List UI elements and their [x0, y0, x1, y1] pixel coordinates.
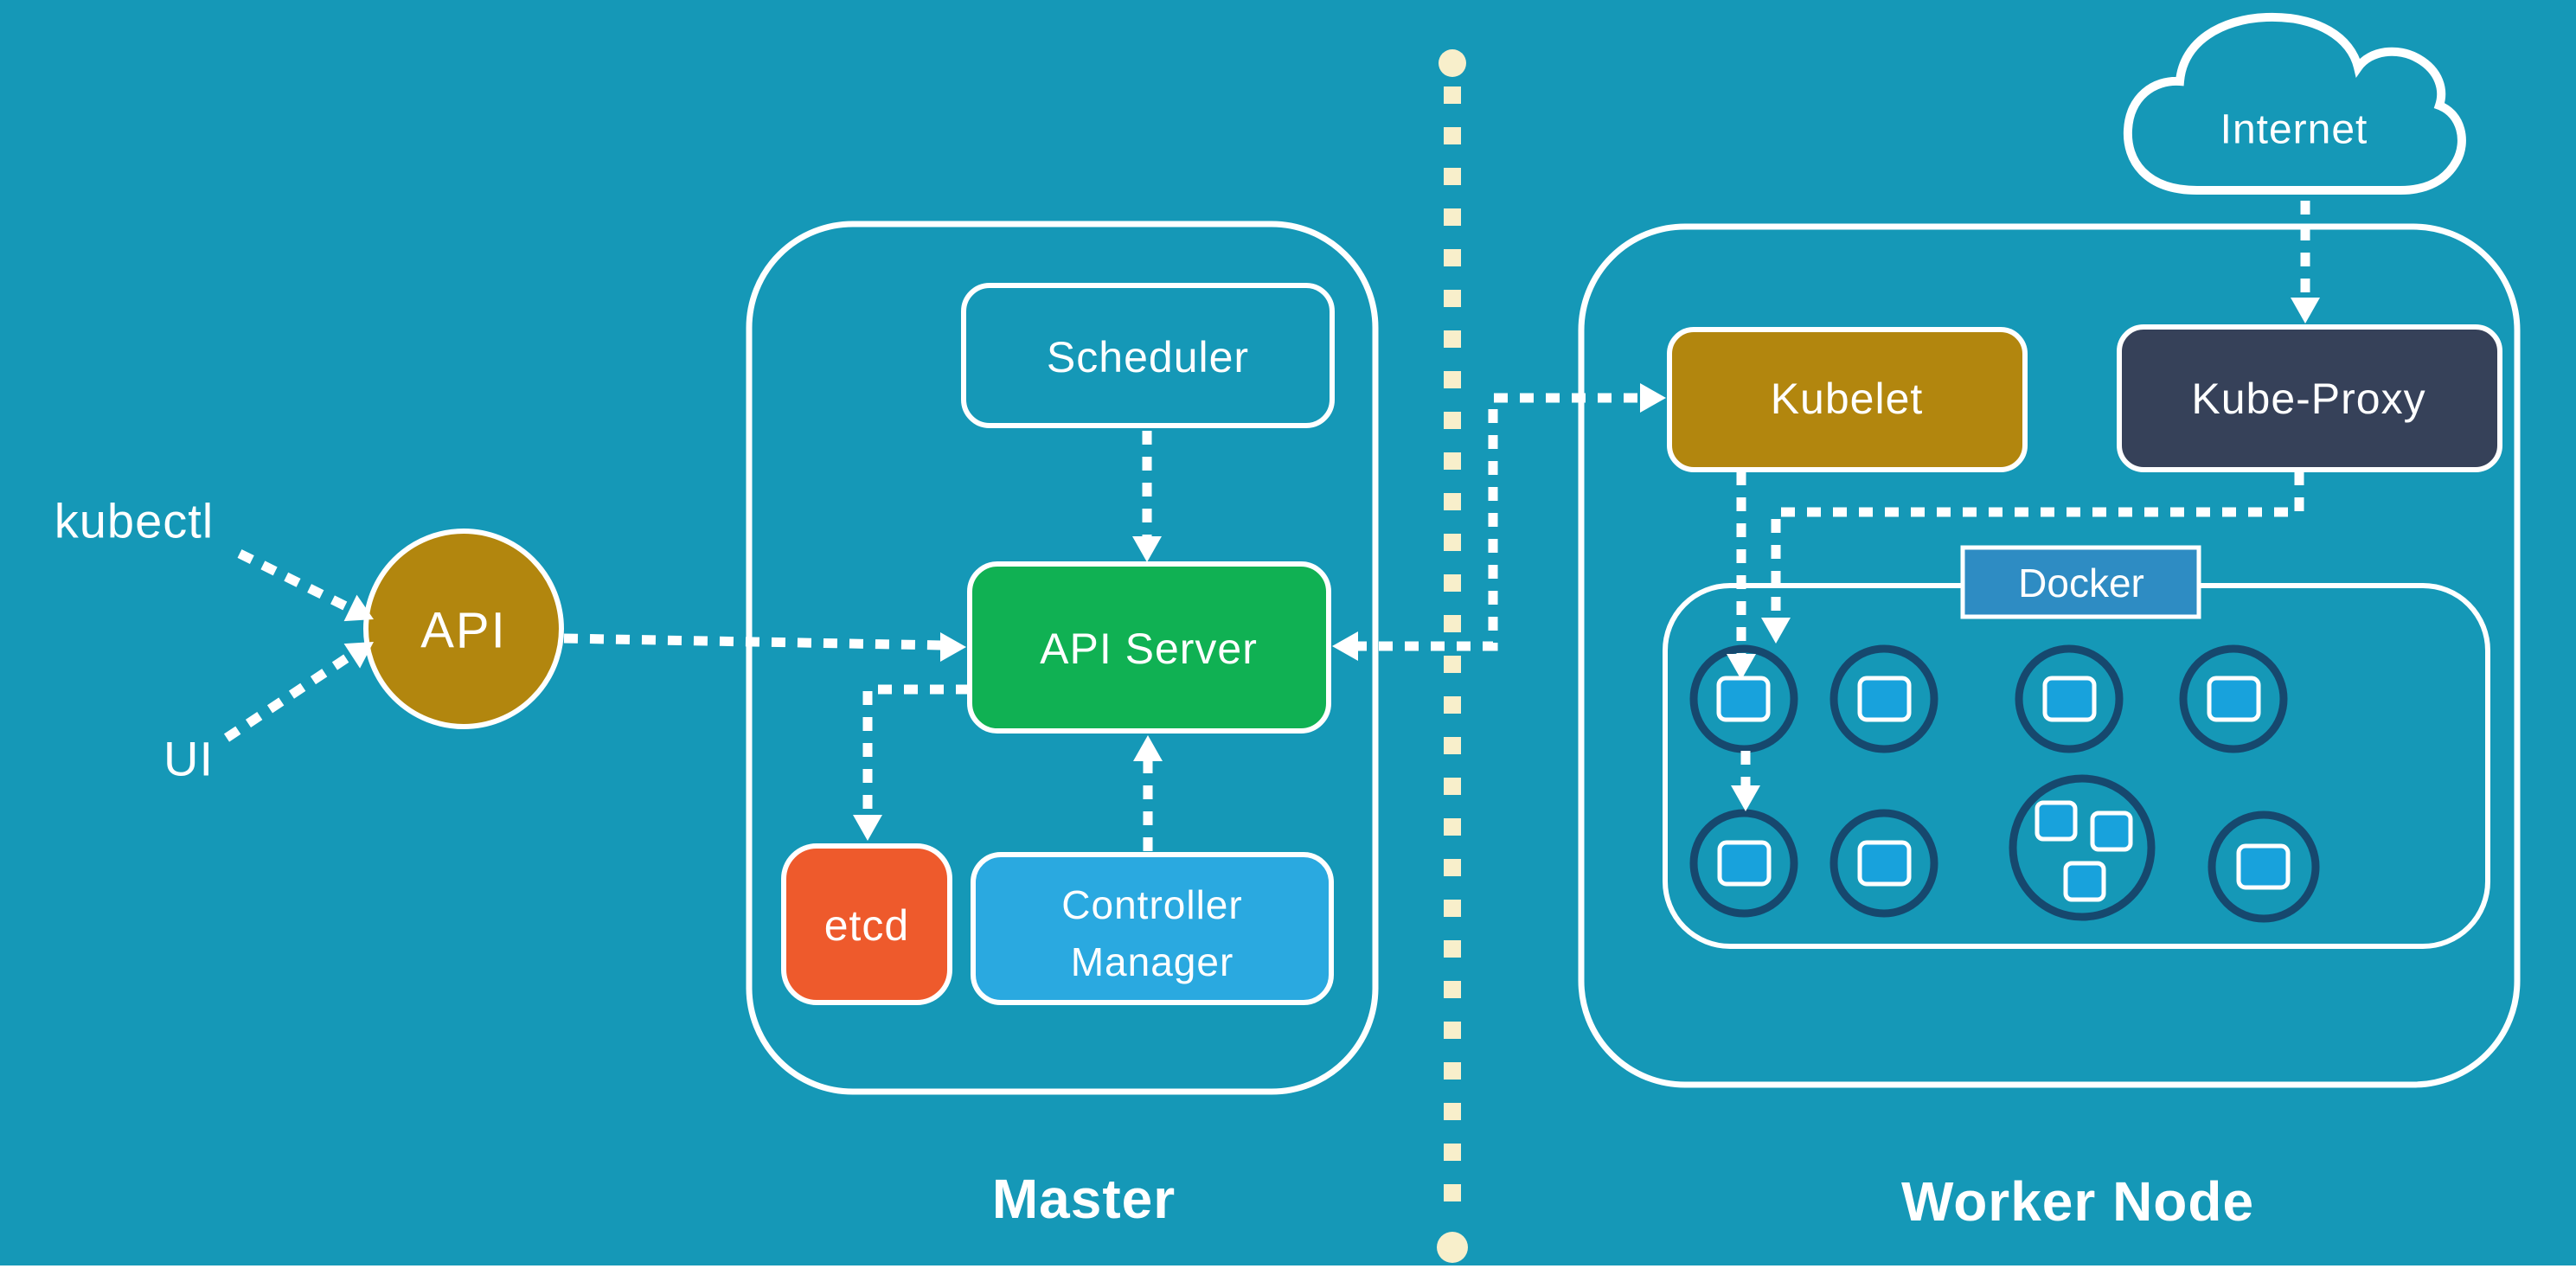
controller-manager-label-line1: Controller: [1061, 882, 1242, 927]
arrow-api-server-to-etcd: [862, 684, 970, 815]
controller-manager-label-line2: Manager: [1071, 939, 1234, 984]
etcd-box: [781, 843, 952, 1005]
kube-proxy-label: Kube-Proxy: [2191, 375, 2425, 423]
arrow-api-to-api-server: [563, 633, 944, 650]
arrowhead-ui: [343, 642, 374, 669]
kubelet-label: Kubelet: [1771, 375, 1924, 423]
container-square: [1857, 676, 1912, 722]
container-square: [2042, 676, 2097, 722]
scheduler-box: [961, 283, 1335, 428]
arrowhead-kube-proxy: [2291, 298, 2320, 324]
pod: [1689, 809, 1798, 918]
divider-bottom-dot: [1437, 1232, 1468, 1263]
pod: [1829, 644, 1938, 753]
api-server-box: [967, 561, 1331, 734]
container-square: [2207, 676, 2261, 722]
container-square: [1717, 840, 1772, 887]
pod: [1689, 644, 1798, 753]
container-square: [2035, 800, 2078, 842]
etcd-label: etcd: [824, 901, 910, 950]
arrowhead-pod-square: [1727, 654, 1756, 680]
bottom-edge-strip: [0, 1265, 2576, 1275]
arrowhead-into-api-server-right: [1332, 631, 1358, 661]
divider-top-dot: [1439, 49, 1466, 77]
pod: [1829, 809, 1938, 918]
link-api-server-kubelet: [1353, 393, 1642, 651]
arrowhead-pod-edge: [1761, 618, 1791, 644]
arrowhead-etcd: [853, 815, 882, 841]
internet-cloud-icon: [2123, 12, 2466, 195]
pod-multi-container: [2009, 774, 2156, 921]
pod: [2179, 644, 2288, 753]
pod: [2015, 644, 2124, 753]
api-circle: [363, 529, 564, 729]
pod: [2208, 810, 2320, 923]
scheduler-label: Scheduler: [1047, 333, 1249, 381]
container-square: [2063, 861, 2106, 902]
container-square: [1716, 676, 1771, 722]
arrow-kubectl-to-api: [237, 549, 361, 617]
api-server-label: API Server: [1040, 625, 1258, 673]
container-square: [1857, 840, 1912, 887]
kube-proxy-box: [2117, 324, 2502, 472]
arrow-ui-to-api: [223, 646, 362, 742]
docker-box: [1960, 545, 2201, 619]
worker-node-section-box: [1578, 223, 2521, 1088]
worker-node-section-label: Worker Node: [1901, 1170, 2254, 1233]
ui-label: UI: [163, 732, 214, 786]
api-label: API: [420, 603, 507, 659]
master-section-box: [746, 221, 1379, 1095]
arrowhead-into-api-server-bottom: [1133, 735, 1163, 761]
kubelet-box: [1667, 327, 2028, 472]
master-section-label: Master: [992, 1168, 1176, 1230]
arrowhead-kubelet: [1640, 383, 1666, 413]
container-square: [2090, 810, 2133, 852]
arrowhead-scheduler: [1132, 536, 1162, 562]
controller-manager-box: [971, 852, 1334, 1005]
internet-label: Internet: [2220, 107, 2368, 153]
container-square: [2236, 843, 2291, 890]
arrowhead-kubectl: [343, 594, 374, 622]
arrowhead-into-api-server-left: [940, 632, 966, 662]
kubectl-label: kubectl: [54, 494, 214, 548]
docker-label: Docker: [2018, 561, 2144, 605]
arrowhead-pod-below: [1731, 785, 1760, 811]
